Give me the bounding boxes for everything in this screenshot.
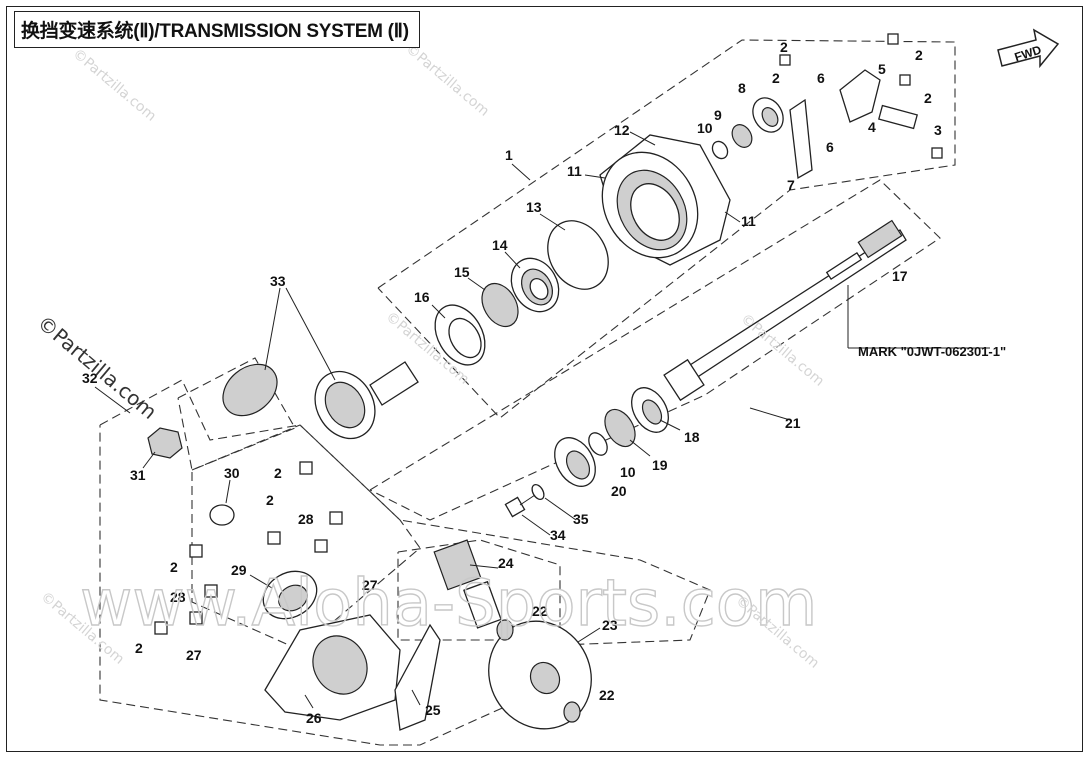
callout-5: 5 [878,61,886,77]
bolt-34 [504,494,536,518]
callout-2: 2 [170,559,178,575]
callout-16: 16 [414,289,430,305]
callout-28: 28 [298,511,314,527]
o-ring-13 [547,220,609,290]
callout-20: 20 [611,483,627,499]
callout-28: 28 [170,589,186,605]
bevel-gear-33 [222,361,419,440]
seal-20 [554,437,596,487]
callout-11: 11 [567,163,582,179]
callout-7: 7 [787,177,795,193]
group-outline-33 [177,357,296,471]
callout-23: 23 [602,617,618,633]
diagram-title: 换挡变速系统(Ⅱ)/TRANSMISSION SYSTEM (Ⅱ) [14,11,420,48]
callout-33: 33 [270,273,286,289]
callout-6: 6 [826,139,834,155]
shift-shaft-4 [878,104,918,130]
callout-2: 2 [135,640,143,656]
bearing-8 [752,97,784,133]
circlip-22b [563,701,581,723]
circlip-9 [731,124,753,148]
circlip-15 [481,282,519,328]
callout-2: 2 [266,492,274,508]
callout-14: 14 [492,237,508,253]
callout-8: 8 [738,80,746,96]
callout-21: 21 [785,415,801,431]
callout-35: 35 [573,511,589,527]
callout-2: 2 [274,465,282,481]
callout-18: 18 [684,429,700,445]
cover-26 [264,614,401,721]
callout-30: 30 [224,465,240,481]
mark-label: MARK "0JWT-062301-1" [858,344,1006,359]
callout-11: 11 [741,213,756,229]
callout-9: 9 [714,107,722,123]
callout-12: 12 [614,122,630,138]
callout-10: 10 [697,120,713,136]
washer-10b [588,432,608,456]
callout-32: 32 [82,370,98,386]
callout-22: 22 [532,603,548,619]
shaft-24 [433,539,502,629]
callout-24: 24 [498,555,514,571]
group-outline-32 [99,379,711,746]
watermark-partzilla-dark: ©Partzilla.com [33,310,162,424]
small-bolts [154,33,943,635]
assembly-group-outlines [99,39,956,746]
callout-3: 3 [934,122,942,138]
callout-19: 19 [652,457,668,473]
circlip-22a [496,619,514,641]
leader-lines [94,131,990,709]
callout-1: 1 [505,147,513,163]
callout-2: 2 [772,70,780,86]
circlip-19 [604,408,636,448]
washer-10a [711,140,729,160]
watermark-partzilla-2: ©Partzilla.com [402,41,492,120]
watermark-aloha: www.Aloha-Sports.com [80,567,817,641]
diagram-frame [6,6,1083,752]
bearing-14 [510,257,560,313]
group-outline-1 [377,39,956,419]
bearing-16 [434,304,486,366]
plate-25 [394,623,441,731]
callout-27: 27 [362,577,378,593]
bearing-29 [262,570,318,620]
callout-25: 25 [425,702,441,718]
washer-35 [531,483,545,501]
plate-7 [789,98,813,180]
group-outline-inner [191,424,421,651]
callout-22: 22 [599,687,615,703]
callout-34: 34 [550,527,566,543]
callout-26: 26 [306,710,322,726]
callout-2: 2 [780,39,788,55]
group-outline-21 [369,179,941,521]
fwd-arrow-icon: FWD [997,28,1060,69]
shaft-17 [663,219,907,402]
callout-29: 29 [231,562,247,578]
callout-10: 10 [620,464,636,480]
callout-6: 6 [817,70,825,86]
callout-15: 15 [454,264,470,280]
callout-31: 31 [130,467,146,483]
nut-31 [147,427,183,459]
callout-27: 27 [186,647,202,663]
bracket-5 [839,69,881,123]
washer-30 [209,504,235,526]
callout-13: 13 [526,199,542,215]
bearing-18 [631,387,669,433]
callout-2: 2 [924,90,932,106]
housing-12 [599,134,731,266]
gear-23 [488,620,592,730]
group-outline-24 [397,539,561,641]
callout-17: 17 [892,268,908,284]
callout-2: 2 [915,47,923,63]
watermark-partzilla-1: ©Partzilla.com [69,46,159,125]
callout-4: 4 [868,119,876,135]
